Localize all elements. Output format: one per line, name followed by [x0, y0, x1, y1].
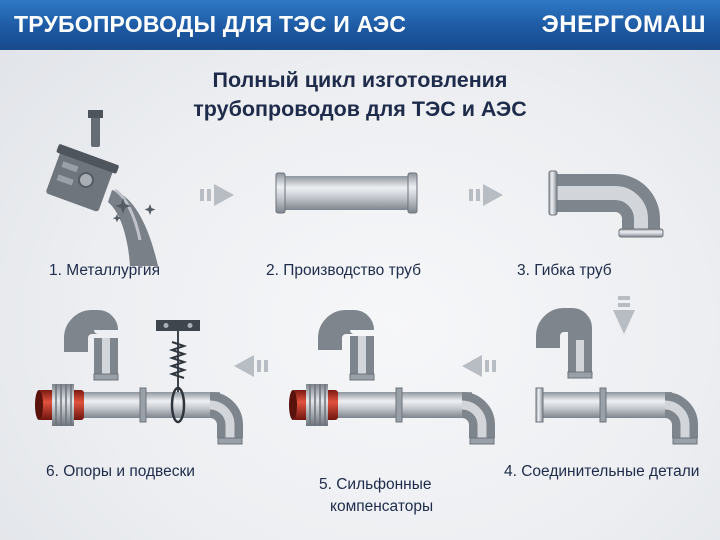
- header-title: ТРУБОПРОВОДЫ ДЛЯ ТЭС И АЭС: [14, 11, 407, 37]
- metallurgy-icon: [46, 110, 158, 266]
- step-label-metallurgy: 1. Металлургия: [49, 262, 160, 279]
- step-label-bellows-line2: компенсаторы: [330, 498, 434, 515]
- straight-pipe-icon: [275, 172, 418, 214]
- step-label-pipe-production: 2. Производство труб: [266, 262, 421, 279]
- arrow-right-icon: [200, 184, 234, 206]
- supports-hangers-icon: [35, 310, 243, 445]
- bent-pipe-icon: [548, 170, 664, 238]
- header-bar: ТРУБОПРОВОДЫ ДЛЯ ТЭС И АЭС ЭНЕРГОМАШ: [0, 0, 720, 50]
- page-title-line1: Полный цикл изготовления: [212, 68, 508, 92]
- energomash-logo: ЭНЕРГОМАШ: [541, 11, 706, 38]
- page-title-line2: трубопроводов для ТЭС и АЭС: [193, 97, 527, 121]
- step-label-supports: 6. Опоры и подвески: [46, 463, 195, 480]
- bellows-compensator-icon: [289, 310, 495, 445]
- step-label-fittings: 4. Соединительные детали: [504, 463, 700, 480]
- arrow-left-icon: [234, 355, 268, 377]
- arrow-down-icon: [613, 296, 635, 334]
- arrow-right-icon: [469, 184, 503, 206]
- step-label-pipe-bending: 3. Гибка труб: [517, 262, 612, 279]
- step-label-bellows-line1: 5. Сильфонные: [319, 476, 432, 493]
- arrow-left-icon: [462, 355, 496, 377]
- fittings-pipe-icon: [535, 308, 698, 445]
